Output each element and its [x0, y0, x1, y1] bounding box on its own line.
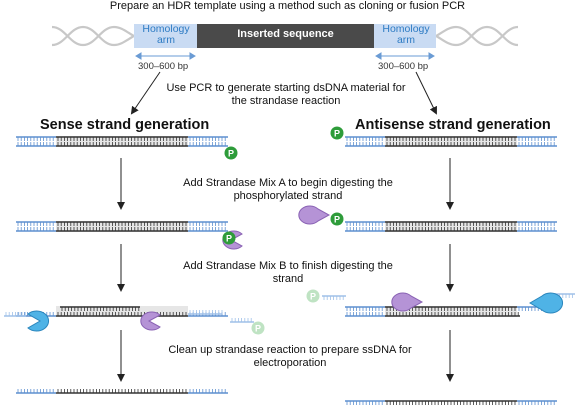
phosphate-icon: P	[330, 212, 344, 226]
antisense-ssdna-product	[345, 400, 557, 405]
phosphate-icon: P	[251, 321, 265, 335]
antisense-dsdna-row2-top	[345, 221, 557, 226]
antisense-dsdna-row1-bottom	[345, 142, 557, 147]
strandase-a-enzyme	[298, 205, 331, 225]
left-dna-helix	[51, 25, 135, 47]
sense-dsdna-row1	[16, 136, 228, 147]
phosphate-label: P	[334, 129, 340, 139]
strandase-a-enzyme	[391, 292, 424, 312]
antisense-dsdna-row1	[345, 136, 557, 147]
page-title: Prepare an HDR template using a method s…	[109, 0, 466, 12]
phosphate-icon: P	[330, 126, 344, 140]
phosphate-icon: P	[224, 146, 238, 160]
phosphate-label: P	[255, 324, 261, 334]
inserted-sequence-label: Inserted sequence	[237, 28, 334, 40]
phosphate-label: P	[228, 149, 234, 159]
antisense-row3-bottom	[345, 312, 520, 317]
fragment	[322, 295, 346, 300]
left-homology-arm-label: Homology arm	[142, 23, 190, 46]
sense-ssdna-product	[16, 389, 228, 394]
sense-column-title: Sense strand generation	[40, 117, 210, 133]
fragment	[188, 310, 223, 315]
left-bp-label: 300–600 bp	[138, 61, 189, 72]
step-3-text: Add Strandase Mix B to finish digesting …	[183, 260, 393, 285]
phosphate-icon: P	[306, 289, 320, 303]
left-bp-range	[135, 52, 196, 60]
strandase-b-enzyme	[529, 292, 564, 314]
phosphate-icon: P	[222, 231, 236, 245]
sense-dsdna-row2	[16, 221, 228, 232]
step-2-text: Add Strandase Mix A to begin digesting t…	[183, 177, 393, 202]
strandase-a-enzyme	[140, 311, 161, 331]
sense-dsdna-row2-top	[16, 221, 228, 226]
sense-partial-row3	[4, 306, 254, 323]
antisense-row3-top	[345, 306, 557, 311]
phosphate-label: P	[226, 234, 232, 244]
phosphate-groups: P P P P P P	[222, 126, 344, 335]
fragment	[4, 312, 26, 317]
right-bp-range	[375, 52, 435, 60]
fragment	[230, 318, 254, 323]
inserted-sequence	[197, 24, 374, 48]
antisense-dsdna-row2	[345, 221, 557, 232]
step-1-text: Use PCR to generate starting dsDNA mater…	[166, 82, 406, 107]
right-bp-label: 300–600 bp	[378, 61, 429, 72]
arrow-to-sense	[130, 71, 161, 115]
sense-dsdna-row1-bottom	[16, 142, 228, 147]
enzymes	[27, 205, 564, 332]
right-dna-helix	[435, 25, 519, 47]
antisense-dsdna-row1-top	[345, 136, 557, 141]
step-4-text: Clean up strandase reaction to prepare s…	[168, 344, 412, 369]
phosphate-label: P	[334, 215, 340, 225]
right-homology-arm-label: Homology arm	[382, 23, 430, 46]
arrow-to-antisense	[415, 71, 437, 115]
sense-row3-top	[60, 306, 140, 311]
sense-dsdna-row1-top	[16, 136, 228, 141]
hdr-template	[51, 24, 519, 115]
right-homology-arm	[374, 24, 436, 48]
antisense-dsdna-row2-bottom	[345, 227, 557, 232]
strandase-b-enzyme	[27, 310, 50, 332]
sense-dsdna-row2-bottom	[16, 227, 228, 232]
antisense-column-title: Antisense strand generation	[355, 117, 551, 133]
phosphate-label: P	[310, 292, 316, 302]
left-homology-arm	[134, 24, 197, 48]
dna-strands	[4, 136, 575, 405]
